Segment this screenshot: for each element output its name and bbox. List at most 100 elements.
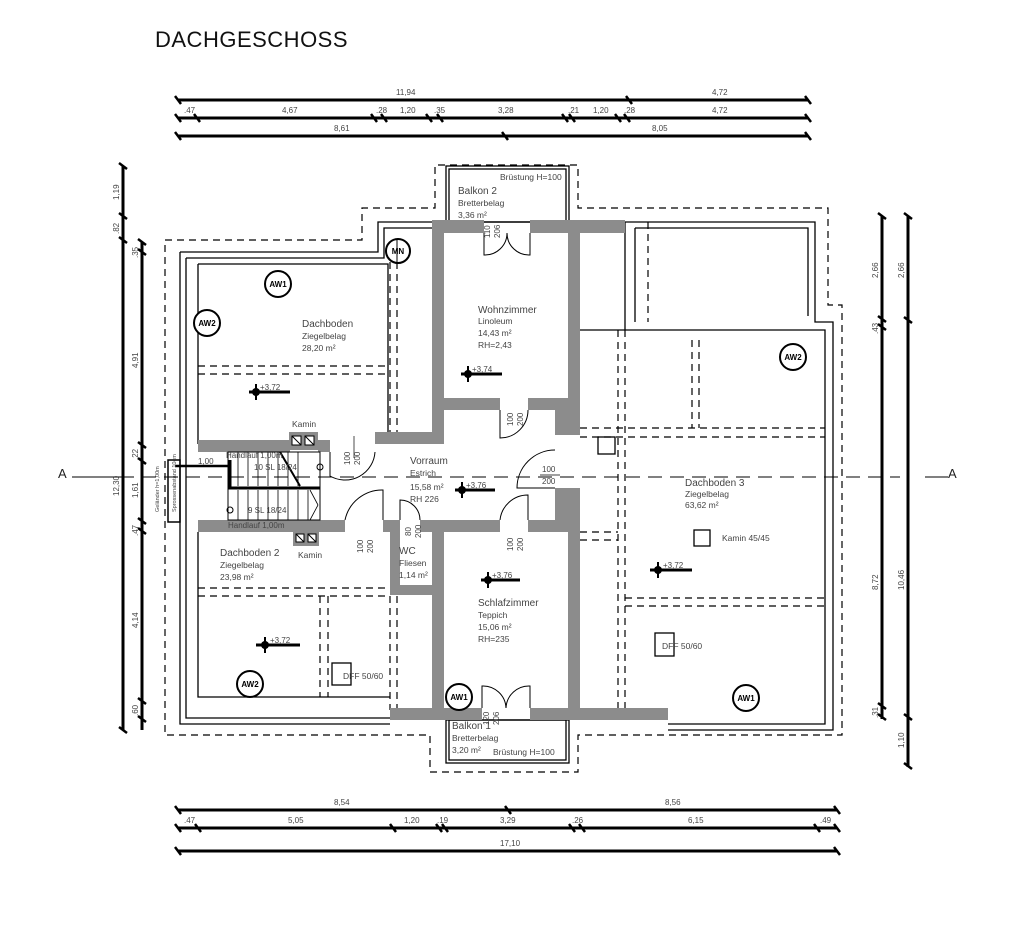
dim-label: .21 <box>568 106 580 115</box>
svg-text:+3,76: +3,76 <box>466 481 487 490</box>
roof-window-square <box>654 632 675 657</box>
dim-label: 3,29 <box>500 816 516 825</box>
room-balkon-1: Balkon 1 Bretterbelag 3,20 m² Brüstung H… <box>452 721 555 757</box>
room-name: WC <box>399 546 416 557</box>
door-height: 200 <box>542 477 556 486</box>
chimney-upper <box>289 432 318 450</box>
room-schlafzimmer: Schlafzimmer Teppich 15,06 m² RH=235 <box>478 598 539 644</box>
dim-label: .43 <box>871 322 880 334</box>
room-area: 15,06 m² <box>478 622 512 632</box>
mn-symbol: MN <box>385 238 411 264</box>
door-width: 100 <box>506 412 515 426</box>
room-name: Wohnzimmer <box>478 305 537 316</box>
room-vorraum: Vorraum Estrich 15,58 m² RH 226 <box>410 456 448 504</box>
room-name: Schlafzimmer <box>478 598 539 609</box>
dim-label: .22 <box>131 448 140 460</box>
dim-label: 1,61 <box>131 482 140 498</box>
room-floor: Bretterbelag <box>458 198 505 208</box>
room-area: 63,62 m² <box>685 500 719 510</box>
dim-label: .35 <box>131 246 140 258</box>
door-height: 200 <box>414 524 423 538</box>
room-name: Dachboden <box>302 319 353 330</box>
dim-label: .49 <box>820 816 832 825</box>
dim-label: 17,10 <box>500 839 521 848</box>
room-name: Dachboden 3 <box>685 478 745 489</box>
door-height: 200 <box>516 537 525 551</box>
section-label-right: A <box>948 466 957 481</box>
door-height: 200 <box>353 451 362 465</box>
room-area: 15,58 m² <box>410 482 444 492</box>
level-marker: +3,72 <box>256 636 300 653</box>
room-height: RH 226 <box>410 494 439 504</box>
level-marker: +3,76 <box>455 481 495 498</box>
roof-window-label: DFF 50/60 <box>343 671 383 681</box>
stair-handrail-upper: Handlauf 1,00m <box>226 451 283 460</box>
railing-height: Brüstung H=100 <box>500 172 562 182</box>
room-area: 1,14 m² <box>399 570 428 580</box>
door-width: 100 <box>343 451 352 465</box>
dim-label: 1,20 <box>593 106 609 115</box>
outer-walls <box>179 165 834 764</box>
dim-label: 3,28 <box>498 106 514 115</box>
dim-label: .60 <box>131 704 140 716</box>
room-floor: Linoleum <box>478 316 513 326</box>
dim-label: 6,15 <box>688 816 704 825</box>
stair-steps-lower: 9 SL 18/24 <box>248 506 287 515</box>
dim-label: 4,91 <box>131 352 140 368</box>
roof-window-label: DFF 50/60 <box>662 641 702 651</box>
room-wc: WC Fliesen 1,14 m² <box>399 546 428 580</box>
plan-title: DACHGESCHOSS <box>155 27 349 52</box>
dim-label: .47 <box>131 524 140 536</box>
level-marker: +3,76 <box>481 571 520 588</box>
stair-width: 1,00 <box>198 457 214 466</box>
room-floor: Ziegelbelag <box>220 560 264 570</box>
svg-text:AW2: AW2 <box>241 680 259 689</box>
svg-text:+3,76: +3,76 <box>492 571 513 580</box>
dim-label: 1,20 <box>400 106 416 115</box>
door-dachboden-2 <box>344 489 384 521</box>
dim-label: .28 <box>376 106 388 115</box>
dim-label: 8,61 <box>334 124 350 133</box>
railing-label: Geländer h=1,00m <box>155 466 161 512</box>
staircase[interactable] <box>167 451 324 523</box>
chimney-lower <box>293 530 319 546</box>
dim-label: .31 <box>871 706 880 718</box>
room-area: 28,20 m² <box>302 343 336 353</box>
room-floor: Ziegelbelag <box>685 489 729 499</box>
dim-label: 11,94 <box>396 88 416 97</box>
doors[interactable] <box>329 232 556 709</box>
door-balcony-1 <box>481 685 507 709</box>
stair-railing <box>167 459 181 523</box>
door-schlafzimmer <box>499 494 529 521</box>
room-dachboden: Dachboden Ziegelbelag 28,20 m² <box>302 319 353 353</box>
dim-label: .47 <box>184 106 196 115</box>
door-width: 100 <box>356 539 365 553</box>
roof-eave-outline <box>164 164 843 773</box>
level-marker: +3,72 <box>650 561 692 578</box>
room-floor: Teppich <box>478 610 508 620</box>
dim-label: 10,46 <box>897 569 906 590</box>
aw1-symbol: AW1 <box>264 270 292 298</box>
room-area: 3,36 m² <box>458 210 487 220</box>
room-dachboden-3: Dachboden 3 Ziegelbelag 63,62 m² <box>685 478 745 510</box>
dim-label: 12,30 <box>112 475 121 496</box>
section-label-left: A <box>58 466 67 481</box>
top-dimension-chain: 11,94 4,72 .47 4,67 .28 1,20 .35 3,28 .2… <box>174 88 812 141</box>
aw2-symbol: AW2 <box>779 343 807 371</box>
aw1-symbol: AW1 <box>732 684 760 712</box>
railing-height: Brüstung H=100 <box>493 747 555 757</box>
chimney-label: Kamin <box>298 550 322 560</box>
room-area: 23,98 m² <box>220 572 254 582</box>
level-marker: +3,74 <box>461 365 502 382</box>
door-wohnzimmer <box>499 409 529 439</box>
dim-label: 4,72 <box>712 106 728 115</box>
svg-text:AW2: AW2 <box>784 353 802 362</box>
svg-text:MN: MN <box>392 247 405 256</box>
door-height: 200 <box>516 412 525 426</box>
door-height: 200 <box>366 539 375 553</box>
room-height: RH=2,43 <box>478 340 512 350</box>
bottom-dimension-chain: 8,54 8,56 .47 5,05 1,20 .19 3,29 .26 6,1… <box>174 798 841 856</box>
door-wc <box>399 499 421 521</box>
right-dimension-chain: 2,66 .43 8,72 .31 2,66 10,46 1,10 <box>871 212 913 770</box>
door-height: 206 <box>493 224 502 238</box>
